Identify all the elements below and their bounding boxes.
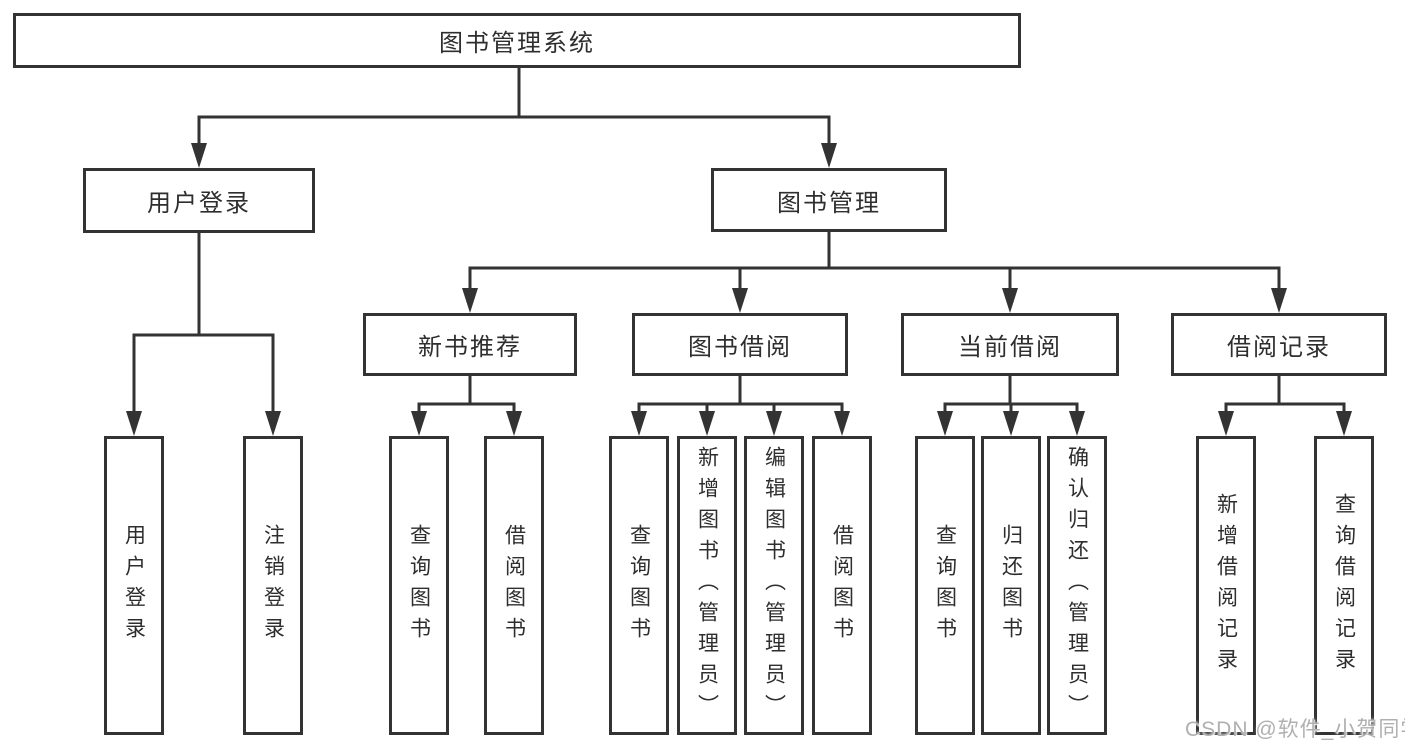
leaf-borrow-books: 借阅图书 (812, 436, 872, 735)
leaf-query-borrow-record: 查询借阅记录 (1314, 436, 1374, 735)
node-label: 编辑图书（管理员） (762, 446, 786, 725)
leaf-query-books-recommend: 查询图书 (389, 436, 449, 735)
node-label: 借阅图书 (502, 523, 526, 648)
node-label: 查询图书 (407, 523, 431, 648)
node-label: 新增图书（管理员） (695, 446, 719, 725)
node-book-borrow: 图书借阅 (632, 313, 848, 376)
node-label: 图书管理 (777, 189, 881, 217)
node-label: 当前借阅 (958, 334, 1062, 361)
node-label: 查询图书 (627, 523, 651, 648)
node-label: 确认归还（管理员） (1065, 446, 1089, 725)
watermark-csdn: CSDN @软件_小贺同学 (1185, 718, 1405, 741)
leaf-add-books-admin: 新增图书（管理员） (677, 436, 737, 735)
leaf-borrow-books-recommend: 借阅图书 (484, 436, 544, 735)
leaf-return-books: 归还图书 (981, 436, 1041, 735)
connector-current-borrow-children (937, 374, 1085, 436)
connector-root-to-level1 (191, 66, 837, 168)
node-label: 新书推荐 (418, 334, 522, 361)
connector-book-borrow-children (631, 374, 850, 436)
connector-book-management-children (462, 230, 1287, 313)
node-label: 借阅记录 (1227, 334, 1331, 361)
node-borrow-records: 借阅记录 (1171, 313, 1387, 376)
leaf-logout: 注销登录 (243, 436, 303, 735)
node-label: 查询借阅记录 (1332, 492, 1356, 679)
node-label: 归还图书 (999, 523, 1023, 648)
node-label: 用户登录 (147, 190, 251, 217)
connector-new-book-children (411, 374, 522, 436)
node-label: 新增借阅记录 (1214, 492, 1238, 679)
node-book-management: 图书管理 (711, 168, 947, 232)
node-label: 注销登录 (261, 523, 285, 648)
node-label: 图书借阅 (688, 334, 792, 361)
leaf-edit-books-admin: 编辑图书（管理员） (744, 436, 804, 735)
node-label: 查询图书 (933, 523, 957, 648)
node-label: 借阅图书 (830, 523, 854, 648)
connector-user-login-children (126, 231, 281, 436)
leaf-add-borrow-record: 新增借阅记录 (1196, 436, 1256, 735)
leaf-confirm-return-admin: 确认归还（管理员） (1047, 436, 1107, 735)
node-label: 图书管理系统 (439, 30, 595, 57)
leaf-query-books-current: 查询图书 (915, 436, 975, 735)
node-label: 用户登录 (122, 523, 146, 648)
leaf-user-login: 用户登录 (104, 436, 164, 735)
node-user-login: 用户登录 (83, 168, 315, 233)
node-book-mgmt-system: 图书管理系统 (13, 13, 1021, 68)
node-new-book-recommend: 新书推荐 (363, 313, 577, 376)
leaf-query-books-borrow: 查询图书 (609, 436, 669, 735)
node-current-borrow: 当前借阅 (901, 313, 1119, 376)
connector-borrow-record-children (1218, 374, 1352, 436)
